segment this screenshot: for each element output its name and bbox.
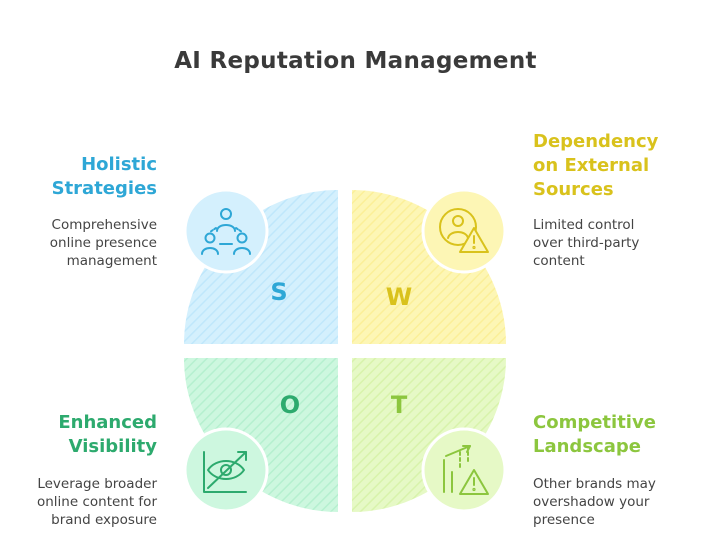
threat-description: Other brands may overshadow your presenc… xyxy=(533,475,703,529)
strength-desc-line: online presence xyxy=(49,235,157,251)
page-title: AI Reputation Management xyxy=(174,48,537,74)
user-warning-icon xyxy=(439,208,489,253)
weakness-heading: Dependency on External Sources xyxy=(533,130,703,202)
weakness-description: Limited control over third-party content xyxy=(533,216,703,270)
letter-t: T xyxy=(391,391,408,419)
weakness-desc-line: over third-party xyxy=(533,235,640,251)
strength-desc-line: Comprehensive xyxy=(51,217,157,233)
weakness-desc-line: content xyxy=(533,253,585,269)
quadrant-w xyxy=(352,190,506,344)
quadrant-s xyxy=(184,190,338,344)
threat-heading: Competitive Landscape xyxy=(533,411,703,459)
strength-desc-line: management xyxy=(66,253,157,269)
strength-description: Comprehensive online presence management xyxy=(20,216,157,270)
weakness-heading-line: Sources xyxy=(533,179,614,200)
threat-heading-line: Competitive xyxy=(533,412,656,433)
opportunity-heading-line: Visibility xyxy=(68,436,157,457)
quadrant-t xyxy=(352,358,506,512)
strength-heading: Holistic Strategies xyxy=(20,153,157,201)
opportunity-desc-line: brand exposure xyxy=(51,512,157,528)
weakness-heading-line: on External xyxy=(533,155,650,176)
weakness-desc-line: Limited control xyxy=(533,217,635,233)
opportunity-desc-line: online content for xyxy=(36,494,157,510)
opportunity-heading: Enhanced Visibility xyxy=(20,411,157,459)
icon-circle-t xyxy=(421,427,507,513)
threat-heading-line: Landscape xyxy=(533,436,641,457)
eye-growth-chart-icon xyxy=(203,451,247,493)
icon-circle-s xyxy=(183,188,269,274)
threat-desc-line: presence xyxy=(533,512,595,528)
quadrant-o xyxy=(184,358,338,512)
icon-circle-w xyxy=(421,188,507,274)
opportunity-desc-line: Leverage broader xyxy=(37,476,157,492)
letter-w: W xyxy=(386,283,412,311)
opportunity-heading-line: Enhanced xyxy=(58,412,157,433)
strength-heading-line: Holistic xyxy=(81,154,157,175)
letter-s: S xyxy=(270,278,287,306)
opportunity-description: Leverage broader online content for bran… xyxy=(10,475,157,529)
chart-warning-icon xyxy=(443,445,489,495)
weakness-heading-line: Dependency xyxy=(533,131,659,152)
letter-o: O xyxy=(280,391,300,419)
team-network-icon xyxy=(201,208,251,255)
strength-heading-line: Strategies xyxy=(51,178,157,199)
threat-desc-line: Other brands may xyxy=(533,476,656,492)
threat-desc-line: overshadow your xyxy=(533,494,650,510)
